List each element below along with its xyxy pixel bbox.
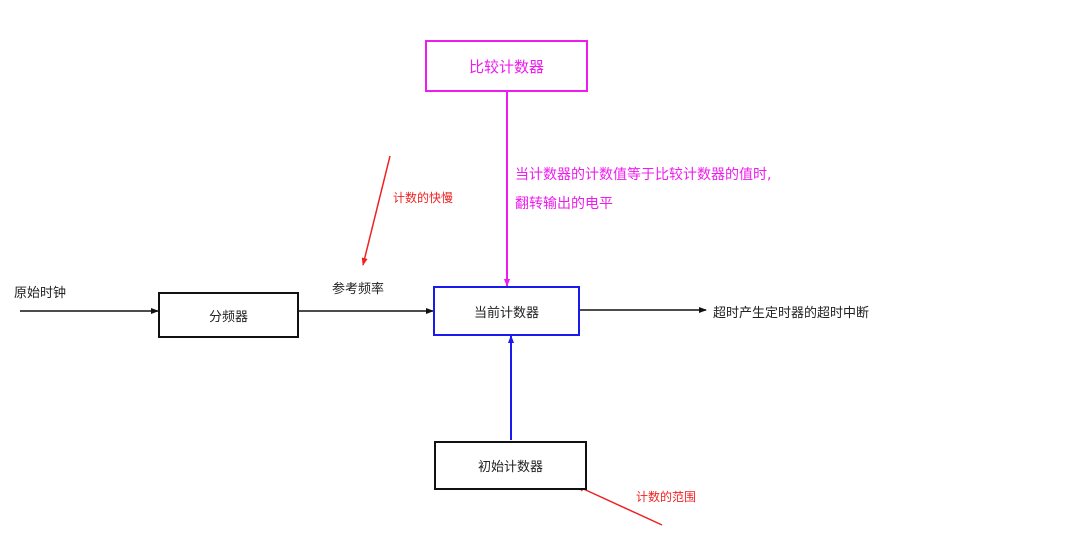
compare-note-line1: 当计数器的计数值等于比较计数器的值时, xyxy=(515,167,772,183)
divider-box: 分频器 xyxy=(158,292,299,338)
count-range-label: 计数的范围 xyxy=(636,490,697,504)
count-range-arrow xyxy=(576,485,663,526)
current-counter-box: 当前计数器 xyxy=(433,286,580,336)
count-speed-label: 计数的快慢 xyxy=(393,191,454,205)
count-speed-arrow xyxy=(361,155,391,266)
reference-freq-label: 参考频率 xyxy=(332,282,385,297)
compare-counter-box: 比较计数器 xyxy=(425,40,588,92)
initial-counter-box: 初始计数器 xyxy=(434,441,587,490)
timeout-interrupt-label: 超时产生定时器的超时中断 xyxy=(713,306,870,321)
compare-note-line2: 翻转输出的电平 xyxy=(515,196,613,212)
source-clock-label: 原始时钟 xyxy=(14,286,67,301)
